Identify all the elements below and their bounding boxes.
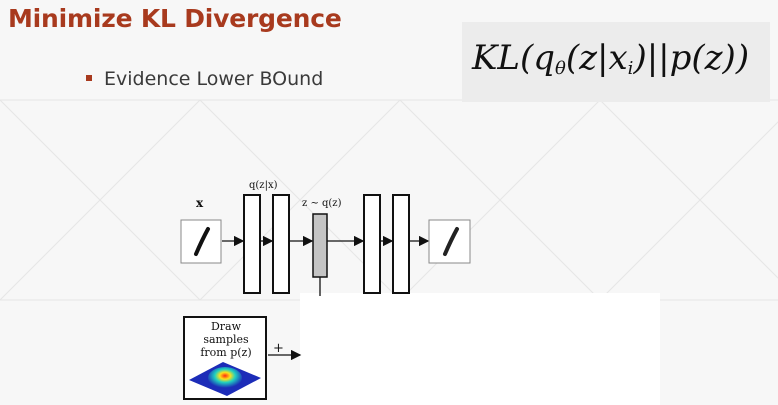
bullet-item: Evidence Lower BOund (86, 68, 323, 90)
formula-box (462, 22, 770, 102)
formula-sub-theta: θ (555, 58, 566, 79)
white-panel (300, 293, 660, 405)
formula-prefix: KL(q (472, 38, 556, 78)
inset-line-2: from p(z) (200, 346, 252, 359)
encoder-label: q(z|x) (249, 180, 278, 191)
input-label: x (196, 196, 204, 210)
plus-sign: + (273, 341, 284, 356)
formula-suffix: )||p(z)) (633, 38, 750, 78)
input-digit-stroke (194, 227, 210, 256)
bullet-text: Evidence Lower BOund (104, 68, 324, 90)
slide-title: Minimize KL Divergence (8, 4, 342, 33)
inset-caption: Draw samples from p(z) (187, 320, 265, 359)
latent-layer (312, 213, 328, 278)
prior-sample-inset: Draw samples from p(z) (183, 316, 267, 400)
formula-sub-i: i (627, 58, 634, 79)
decoder-layer-2 (392, 194, 410, 294)
output-digit-stroke (443, 227, 459, 256)
kl-formula: KL(qθ(z|xi)||p(z)) (472, 38, 749, 79)
latent-label: z ∼ q(z) (302, 198, 342, 209)
gaussian-surface-image (189, 362, 261, 396)
decoder-layer-1 (363, 194, 381, 294)
bullet-marker (86, 74, 92, 81)
encoder-layer-2 (272, 194, 290, 294)
formula-middle: (z|x (565, 38, 628, 78)
encoder-layer-1 (243, 194, 261, 294)
inset-line-1: Draw samples (203, 320, 249, 346)
